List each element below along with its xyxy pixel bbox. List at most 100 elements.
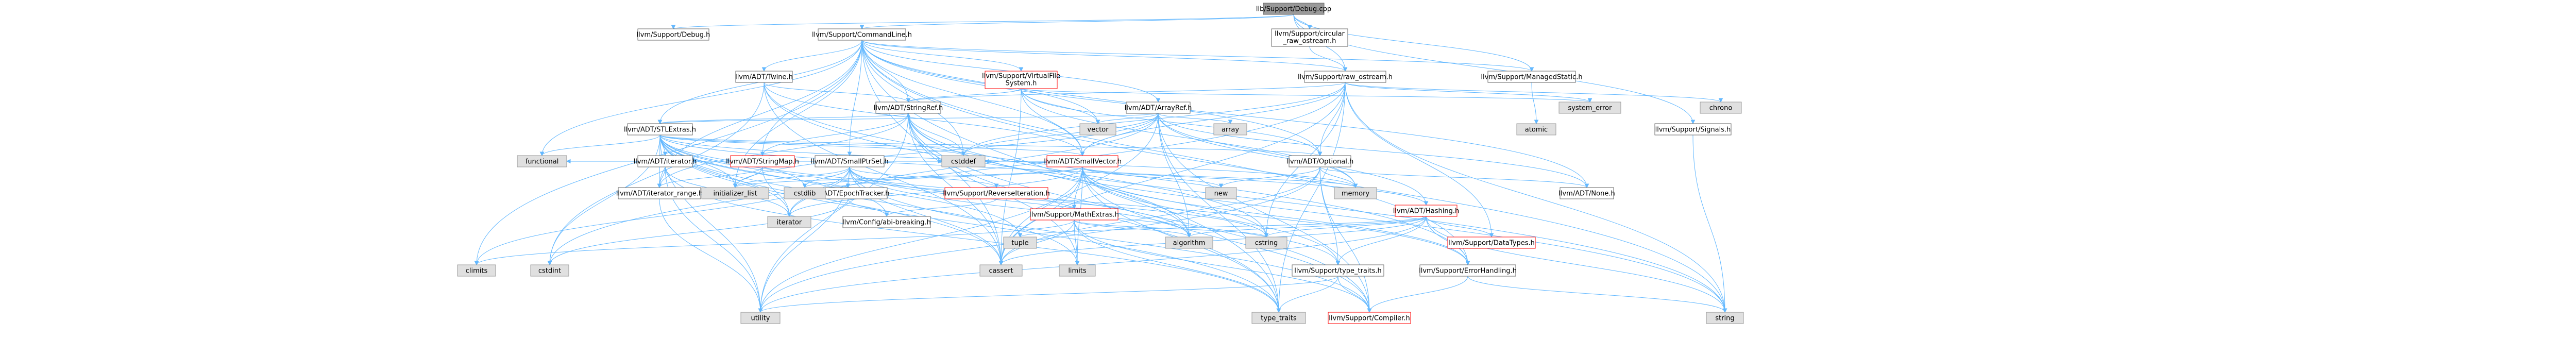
edge-stlextras-to-cstdint [549, 134, 660, 265]
edge-stlextras-to-algorithm [659, 134, 1190, 238]
edge-smallptrset-to-cstdlib [804, 166, 850, 188]
edge-root-to-commandline [861, 14, 1294, 29]
node-box [979, 264, 1023, 277]
edge-raw_ostream-to-type_traits [1278, 82, 1346, 313]
node-smallptrset[interactable]: llvm/ADT/SmallPtrSet.h [810, 155, 889, 167]
edge-raw_ostream-to-optional [1319, 82, 1346, 156]
node-box [1165, 236, 1213, 249]
edge-hashing-to-datatypes [1426, 216, 1492, 238]
node-box [985, 71, 1058, 89]
edge-arrowhead [758, 308, 763, 313]
edge-arrowhead [539, 151, 545, 157]
node-signals[interactable]: llvm/Support/Signals.h [1654, 123, 1732, 136]
node-box [875, 102, 941, 114]
node-label: llvm/ADT/StringRef.h [874, 105, 943, 112]
node-label: cstdint [538, 267, 561, 275]
node-debug-h[interactable]: llvm/Support/Debug.h [637, 28, 710, 41]
edge-commandline-to-raw_ostream [861, 40, 1346, 72]
edge-arrowhead [1718, 98, 1723, 103]
node-label: cstdlib [794, 190, 816, 198]
node-stringmap[interactable]: llvm/ADT/StringMap.h [726, 155, 799, 167]
node-label: llvm/ADT/STLExtras.h [624, 126, 696, 134]
node-circular[interactable]: llvm/Support/circular_raw_ostream.h [1271, 28, 1348, 47]
node-functional: functional [517, 155, 567, 167]
node-box [1079, 123, 1116, 136]
node-stlextras[interactable]: llvm/ADT/STLExtras.h [624, 123, 696, 136]
edge-commandline-to-string [861, 40, 1725, 313]
node-epochtracker[interactable]: llvm/ADT/EpochTracker.h [806, 187, 890, 199]
edge-arrowhead [1367, 308, 1372, 313]
node-system-error: system_error [1558, 102, 1621, 114]
edge-vfs-to-optional [1021, 88, 1320, 156]
edge-commandline-to-optional [861, 40, 1320, 156]
node-box [627, 123, 693, 136]
edge-arrowhead [1584, 183, 1589, 189]
node-hashing[interactable]: llvm/ADT/Hashing.h [1393, 205, 1459, 217]
node-none[interactable]: llvm/ADT/None.h [1558, 187, 1615, 199]
edge-arrayref-to-vector [1097, 113, 1159, 124]
edge-arrowhead [663, 151, 668, 157]
node-managedstatic[interactable]: llvm/Support/ManagedStatic.h [1481, 71, 1583, 83]
edge-epochtracker-to-cstdint [549, 198, 849, 265]
node-box [941, 155, 986, 167]
edge-arrayref-to-array [1158, 113, 1231, 124]
node-string: string [1706, 312, 1744, 324]
node-box [1560, 187, 1614, 199]
edge-arrowhead [1072, 205, 1077, 210]
node-stringref[interactable]: llvm/ADT/StringRef.h [874, 102, 943, 114]
node-arrayref[interactable]: llvm/ADT/ArrayRef.h [1125, 102, 1192, 114]
edge-arrowhead [1423, 201, 1429, 206]
edge-mathextras-to-climits [476, 219, 1075, 265]
node-box [1003, 236, 1037, 249]
edge-vfs-to-memory [1021, 88, 1356, 188]
edge-stlextras-to-functional [541, 134, 660, 156]
edge-arrowhead [1722, 308, 1727, 313]
node-box [1328, 312, 1411, 324]
node-errorhandling[interactable]: llvm/Support/ErrorHandling.h [1419, 264, 1517, 277]
node-label: llvm/Support/ErrorHandling.h [1419, 267, 1517, 275]
edge-mathextras-to-type_traits [1074, 219, 1279, 313]
node-root[interactable]: lib/Support/Debug.cpp [1256, 3, 1331, 15]
edge-arrowhead [1276, 308, 1281, 313]
node-box [1706, 312, 1744, 324]
node-abibreaking[interactable]: llvm/Config/abi-breaking.h [842, 216, 931, 228]
node-iterator[interactable]: llvm/ADT/iterator.h [634, 155, 697, 167]
node-raw-ostream[interactable]: llvm/Support/raw_ostream.h [1298, 71, 1393, 83]
edge-arrowhead [1529, 67, 1534, 72]
node-reverseiter[interactable]: llvm/Support/ReverseIteration.h [943, 187, 1050, 199]
edge-arrowhead [1343, 67, 1348, 72]
edge-twine-to-cstdint [549, 82, 765, 265]
edge-twine-to-cassert [764, 82, 1002, 265]
node-cassert: cassert [979, 264, 1023, 277]
node-twine[interactable]: llvm/ADT/Twine.h [735, 71, 793, 83]
node-label: llvm/ADT/iterator.h [634, 158, 697, 166]
edge-vfs-to-cassert [1001, 88, 1022, 265]
edge-arrowhead [1534, 120, 1539, 125]
node-smallvector[interactable]: llvm/ADT/SmallVector.h [1043, 155, 1122, 167]
node-type-traits-h[interactable]: llvm/Support/type_traits.h [1292, 264, 1384, 277]
node-optional[interactable]: llvm/ADT/Optional.h [1286, 155, 1354, 167]
edge-raw_ostream-to-datatypes [1345, 82, 1492, 238]
edge-root-to-signals [1293, 14, 1693, 124]
node-type-traits: type_traits [1251, 312, 1306, 324]
edge-hashing-to-tuple [1020, 216, 1427, 238]
edge-smallptrset-to-reverseiter [849, 166, 997, 188]
node-commandline[interactable]: llvm/Support/CommandLine.h [812, 28, 912, 41]
edge-managedstatic-to-atomic [1531, 82, 1537, 124]
node-box [1271, 28, 1348, 47]
node-datatypes[interactable]: llvm/Support/DataTypes.h [1447, 236, 1536, 249]
node-label: llvm/Support/CommandLine.h [812, 31, 912, 39]
edge-vfs-to-stringref [908, 88, 1022, 103]
node-box [1395, 205, 1458, 217]
node-label: string [1715, 315, 1734, 323]
node-box [1213, 123, 1247, 136]
edge-stlextras-to-cstddef [659, 134, 964, 156]
node-box [701, 187, 769, 199]
edge-stringref-to-iterator_range [659, 113, 909, 188]
node-mathextras[interactable]: llvm/Support/MathExtras.h [1029, 208, 1119, 221]
node-iterator-range[interactable]: llvm/ADT/iterator_range.h [616, 187, 703, 199]
node-box [944, 187, 1048, 199]
node-compiler[interactable]: llvm/Support/Compiler.h [1328, 312, 1411, 324]
